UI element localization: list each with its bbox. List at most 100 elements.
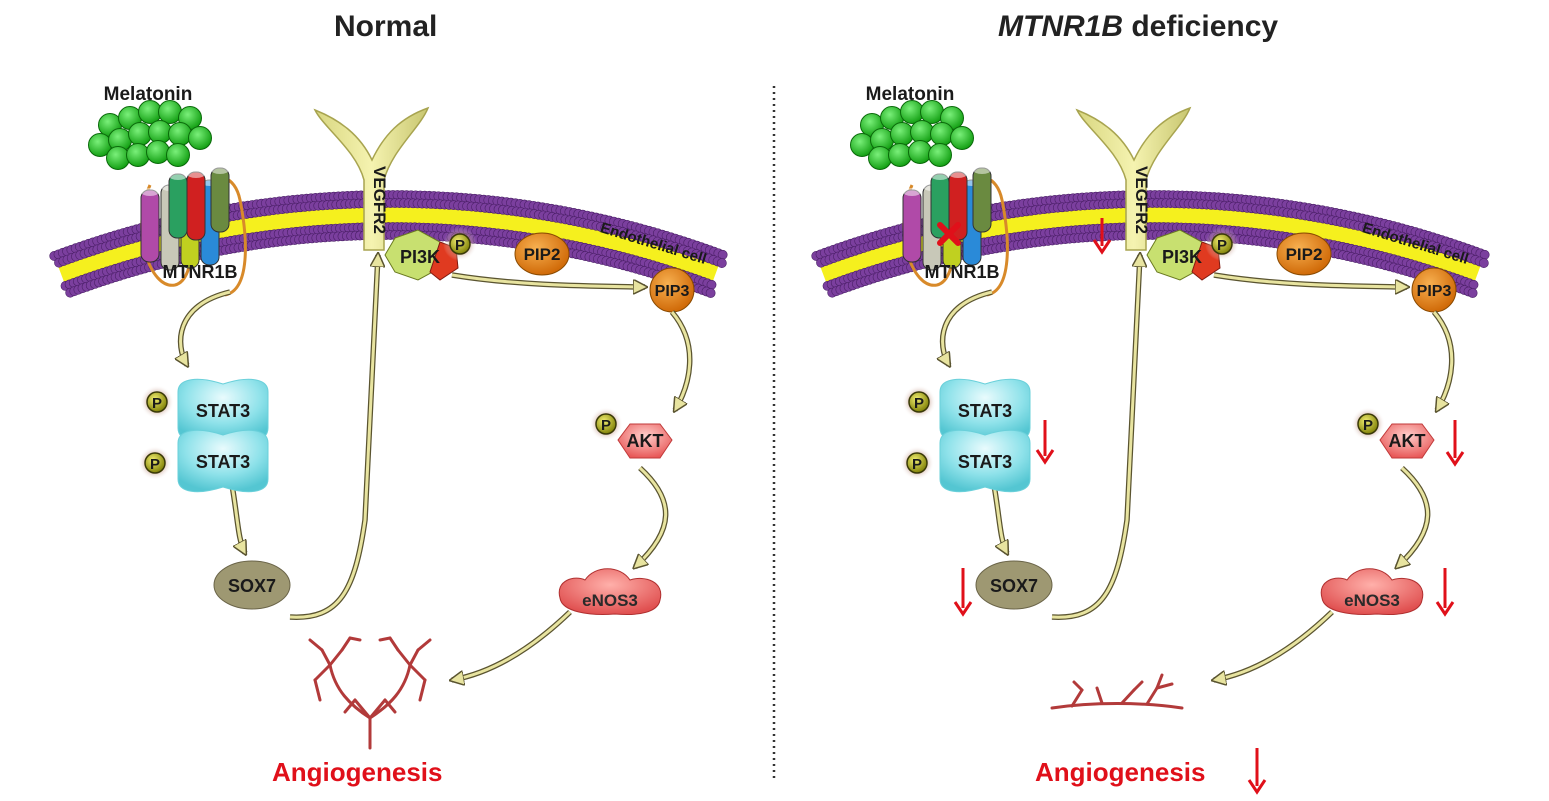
down-arrow-head bbox=[1247, 779, 1267, 795]
phospho-pi3k: P bbox=[443, 227, 477, 261]
helix-cap bbox=[187, 170, 205, 178]
melatonin-molecule bbox=[930, 122, 954, 146]
stat3-label: STAT3 bbox=[958, 401, 1012, 421]
melatonin-molecule bbox=[888, 143, 912, 167]
panel-deficiency: Endothelial cellMelatoninMTNR1BVEGFR2PI3… bbox=[811, 84, 1490, 795]
lipid-head bbox=[705, 288, 716, 298]
pathway-arrow bbox=[1214, 610, 1334, 680]
vessel-branch bbox=[1095, 686, 1104, 705]
down-arrow-head bbox=[1035, 449, 1055, 465]
melatonin-label: Melatonin bbox=[866, 84, 955, 105]
vessel-branch bbox=[1070, 688, 1084, 708]
akt-label: AKT bbox=[1389, 431, 1426, 451]
vessel-branch bbox=[313, 663, 332, 682]
stat3-lower: STAT3 bbox=[177, 429, 269, 493]
stat3-upper: STAT3 bbox=[939, 378, 1031, 442]
vessel-branch bbox=[396, 648, 412, 667]
pathway-arrow bbox=[452, 610, 572, 680]
panel-normal: Endothelial cellMelatoninMTNR1BVEGFR2PI3… bbox=[49, 84, 728, 750]
phospho-akt: P bbox=[589, 407, 623, 441]
panel-title-normal: Normal bbox=[334, 10, 438, 43]
panel-title-gene: MTNR1B bbox=[998, 10, 1123, 43]
down-arrow-head bbox=[1092, 239, 1112, 255]
pi3k-label: PI3K bbox=[1162, 247, 1202, 267]
pathway-arrow bbox=[1397, 466, 1430, 567]
helix-cap bbox=[973, 166, 991, 174]
angiogenesis-label-deficiency: Angiogenesis bbox=[1035, 757, 1206, 787]
phospho-stat3-lower: P bbox=[138, 446, 172, 480]
phospho-core bbox=[146, 391, 168, 413]
phospho-label: P bbox=[1363, 417, 1373, 434]
melatonin-molecule bbox=[868, 146, 892, 170]
stat3-label: STAT3 bbox=[958, 452, 1012, 472]
phospho-label: P bbox=[455, 237, 465, 254]
enos3: eNOS3 bbox=[1320, 568, 1424, 615]
vessel-branch bbox=[320, 648, 332, 667]
pip2-node bbox=[1276, 232, 1332, 276]
phospho-pi3k: P bbox=[1205, 227, 1239, 261]
enos3: eNOS3 bbox=[558, 568, 662, 615]
melatonin-molecule bbox=[126, 143, 150, 167]
vessel-tree bbox=[308, 636, 432, 750]
melatonin-molecule bbox=[890, 122, 914, 146]
panel-title-deficiency: MTNR1B deficiency bbox=[998, 10, 1278, 44]
vessel-branch bbox=[343, 698, 357, 714]
phospho-core bbox=[1357, 413, 1379, 435]
down-arrow-head bbox=[1445, 451, 1465, 467]
enos3-body bbox=[558, 568, 662, 615]
vessel-branch bbox=[1120, 688, 1136, 705]
phospho-label: P bbox=[150, 456, 160, 473]
pip2-node bbox=[514, 232, 570, 276]
pip3-label: PIP3 bbox=[655, 283, 690, 300]
helix-cap bbox=[903, 188, 921, 196]
vessel-branch bbox=[1132, 680, 1144, 692]
sox7-node bbox=[213, 560, 291, 610]
mtnr1b-receptor bbox=[902, 166, 1009, 297]
pathway-arrow bbox=[181, 290, 231, 365]
angiogenesis-label-normal: Angiogenesis bbox=[272, 757, 443, 787]
pi3k-body bbox=[384, 229, 441, 281]
akt: AKT bbox=[1379, 423, 1435, 459]
phospho-core bbox=[449, 233, 471, 255]
pip3-label: PIP3 bbox=[1417, 283, 1452, 300]
cross-icon bbox=[937, 222, 961, 246]
vegfr2-receptor: VEGFR2 bbox=[1075, 106, 1192, 251]
pathway-arrow bbox=[943, 290, 993, 365]
vessel-branch bbox=[328, 663, 372, 720]
akt: AKT bbox=[617, 423, 673, 459]
receptor-helix bbox=[902, 189, 922, 263]
vessel-branch bbox=[313, 678, 322, 702]
melatonin-cluster bbox=[850, 100, 974, 170]
pathway-arrow-outline bbox=[1213, 610, 1334, 683]
lipid-head bbox=[1478, 258, 1489, 268]
pi3k-label: PI3K bbox=[400, 247, 440, 267]
pip2-label: PIP2 bbox=[1286, 245, 1323, 264]
phospho-stat3-upper: P bbox=[140, 385, 174, 419]
phospho-stat3-upper: P bbox=[902, 385, 936, 419]
melatonin-molecule bbox=[908, 140, 932, 164]
phospho-core bbox=[144, 452, 166, 474]
down-arrow-vegfr2 bbox=[1092, 218, 1112, 255]
receptor-helix bbox=[972, 167, 992, 233]
melatonin-molecule bbox=[146, 140, 170, 164]
helix-cap bbox=[211, 166, 229, 174]
down-arrow-head bbox=[1435, 601, 1455, 617]
phospho-label: P bbox=[601, 417, 611, 434]
pathway-arrow bbox=[1213, 273, 1407, 287]
pathway-arrow bbox=[1051, 255, 1140, 619]
pathway-arrow-outline bbox=[451, 610, 572, 683]
mtnr1b-receptor bbox=[140, 166, 247, 297]
vessel-branch bbox=[368, 663, 412, 720]
phospho-core bbox=[908, 391, 930, 413]
vessel-branch bbox=[388, 636, 400, 652]
pathway-arrow-outline bbox=[289, 254, 381, 620]
stat3-body bbox=[939, 429, 1031, 493]
melatonin-molecule bbox=[928, 143, 952, 167]
melatonin-molecule bbox=[128, 122, 152, 146]
melatonin-molecule bbox=[910, 120, 934, 144]
lipid-head bbox=[1467, 288, 1478, 298]
receptor-helix bbox=[186, 171, 206, 241]
akt-body bbox=[617, 423, 673, 459]
melatonin-molecule bbox=[188, 126, 212, 150]
receptor-helix bbox=[168, 173, 188, 239]
